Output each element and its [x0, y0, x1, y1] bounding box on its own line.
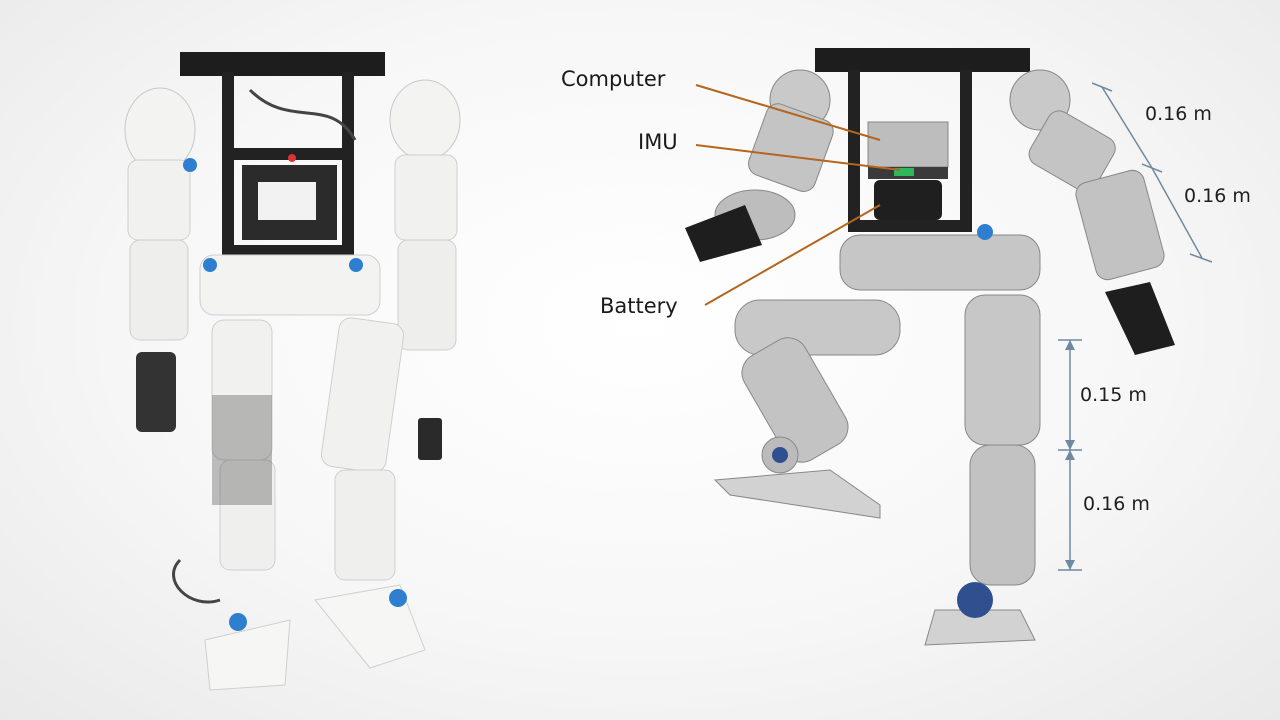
torso-window [258, 182, 316, 220]
cad-right-thigh [964, 294, 1041, 446]
frame-bottom-bar [222, 245, 354, 257]
left-gripper [136, 352, 176, 432]
dim-label-upper-arm: 0.16 m [1145, 103, 1212, 125]
cad-right-shin [969, 444, 1036, 586]
cad-left-gripper [685, 205, 762, 262]
physical-robot [124, 52, 461, 691]
cad-right-ankle-motor-icon [957, 582, 993, 618]
label-computer: Computer [561, 67, 666, 91]
status-led-icon [288, 154, 296, 162]
cad-frame-bottom [848, 220, 972, 232]
left-upper-arm [127, 159, 191, 241]
cad-pelvis [839, 234, 1041, 291]
arrow-icon [1065, 450, 1075, 460]
cad-robot [685, 48, 1175, 646]
cad-frame-rail-right [960, 70, 972, 230]
battery-box [874, 180, 942, 220]
cad-frame-rail-left [848, 70, 860, 230]
left-forearm [129, 239, 189, 341]
dim-line-forearm [1151, 167, 1203, 259]
cad-left-ankle-motor-icon [772, 447, 788, 463]
arrow-icon [1065, 340, 1075, 350]
arrow-icon [1065, 440, 1075, 450]
blue-connector-icon [349, 258, 363, 272]
frame-rail-right [342, 72, 354, 257]
right-upper-arm [394, 154, 458, 241]
arrow-icon [1065, 560, 1075, 570]
blue-connector-icon [203, 258, 217, 272]
leader-line-imu [695, 144, 901, 171]
cad-right-foot [924, 609, 1036, 646]
cad-left-foot [713, 469, 881, 519]
cad-right-gripper [1105, 282, 1175, 355]
cad-left-thigh [734, 299, 901, 356]
imu-chip-icon [894, 168, 914, 176]
leader-line-computer [695, 84, 881, 141]
frame-rail-left [222, 72, 234, 257]
right-forearm [397, 239, 457, 351]
right-foot [314, 584, 426, 669]
cad-top-frame [815, 48, 1030, 72]
dim-label-thigh: 0.15 m [1080, 384, 1147, 406]
dimension-arrowheads [1065, 340, 1075, 570]
dim-tick [1189, 253, 1213, 263]
blue-connector-icon [183, 158, 197, 172]
blue-connector-icon [229, 613, 247, 631]
leader-lines [695, 84, 901, 306]
pelvis [199, 254, 381, 316]
cad-left-upper-arm [748, 103, 834, 192]
left-shoulder [124, 87, 196, 173]
leader-line-battery [704, 204, 881, 306]
right-thigh [320, 317, 405, 473]
computer-box [867, 121, 949, 168]
right-shin [334, 469, 396, 581]
dim-label-forearm: 0.16 m [1184, 185, 1251, 207]
cad-right-upper-arm [1028, 110, 1116, 193]
cad-left-shin [741, 337, 849, 463]
label-imu: IMU [638, 130, 678, 154]
cable [172, 558, 221, 604]
cad-hip-motor-icon [977, 224, 993, 240]
cable [248, 88, 357, 141]
frame-crossbar [222, 148, 354, 160]
left-shin [219, 459, 276, 571]
leg-shadow [212, 395, 272, 505]
dim-line-upper-arm [1101, 86, 1153, 169]
label-battery: Battery [600, 294, 678, 318]
right-hand-block [418, 418, 442, 460]
left-foot [204, 619, 291, 691]
top-frame-bar [180, 52, 385, 76]
cad-right-forearm [1075, 169, 1165, 281]
right-shoulder [389, 79, 461, 161]
blue-connector-icon [389, 589, 407, 607]
dim-label-shin: 0.16 m [1083, 493, 1150, 515]
